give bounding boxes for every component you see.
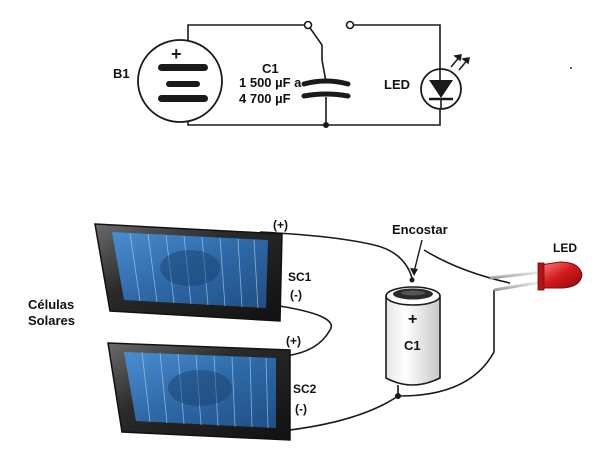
solar-panel-1 — [94, 223, 283, 322]
sc1-minus-label: (-) — [290, 288, 302, 302]
capacitor-plus-label: + — [408, 311, 418, 328]
schematic-wire-top-right — [353, 24, 441, 70]
led-symbol — [420, 54, 470, 110]
solar-panel-2 — [107, 342, 291, 441]
junction-dot — [323, 122, 329, 128]
cells-label-line1: Células — [28, 297, 75, 312]
touch-arrow-icon — [410, 239, 423, 276]
schematic — [187, 20, 441, 128]
capacitor-component — [385, 277, 441, 399]
schematic-wire-bottom — [187, 100, 441, 126]
svg-text:+: + — [171, 44, 182, 64]
led-schematic-label: LED — [384, 77, 410, 92]
wire-sc1-plus — [259, 231, 413, 279]
wire-led-top — [423, 249, 511, 284]
sc1-label: SC1 — [288, 270, 312, 284]
assembly-wires — [259, 231, 511, 432]
led-assembly-label: LED — [553, 241, 577, 255]
sc1-plus-label: (+) — [273, 218, 288, 232]
switch-contact-right — [345, 20, 355, 30]
cells-label-line2: Solares — [28, 313, 75, 328]
light-emission-icon — [450, 54, 470, 71]
wire-sc2-minus — [281, 395, 399, 432]
stray-dot — [570, 67, 572, 69]
capacitor-value-line1: 1 500 µF a — [239, 75, 302, 90]
touch-label: Encostar — [392, 222, 448, 237]
sc2-label: SC2 — [293, 382, 317, 396]
capacitor-schematic-label: C1 — [262, 61, 279, 76]
capacitor-value-line2: 4 700 µF — [239, 91, 291, 106]
led-component — [489, 261, 583, 292]
wire-led-bottom — [399, 290, 495, 397]
capacitor-symbol — [301, 59, 351, 99]
sc2-plus-label: (+) — [286, 334, 301, 348]
capacitor-terminal-top — [409, 277, 415, 283]
switch-contact-left — [303, 20, 313, 30]
sc2-minus-label: (-) — [295, 402, 307, 416]
capacitor-assembly-label: C1 — [404, 338, 421, 353]
wire-sc1-minus-to-sc2-plus — [272, 304, 333, 357]
battery-label: B1 — [113, 66, 130, 81]
battery-symbol: + — [137, 30, 223, 123]
